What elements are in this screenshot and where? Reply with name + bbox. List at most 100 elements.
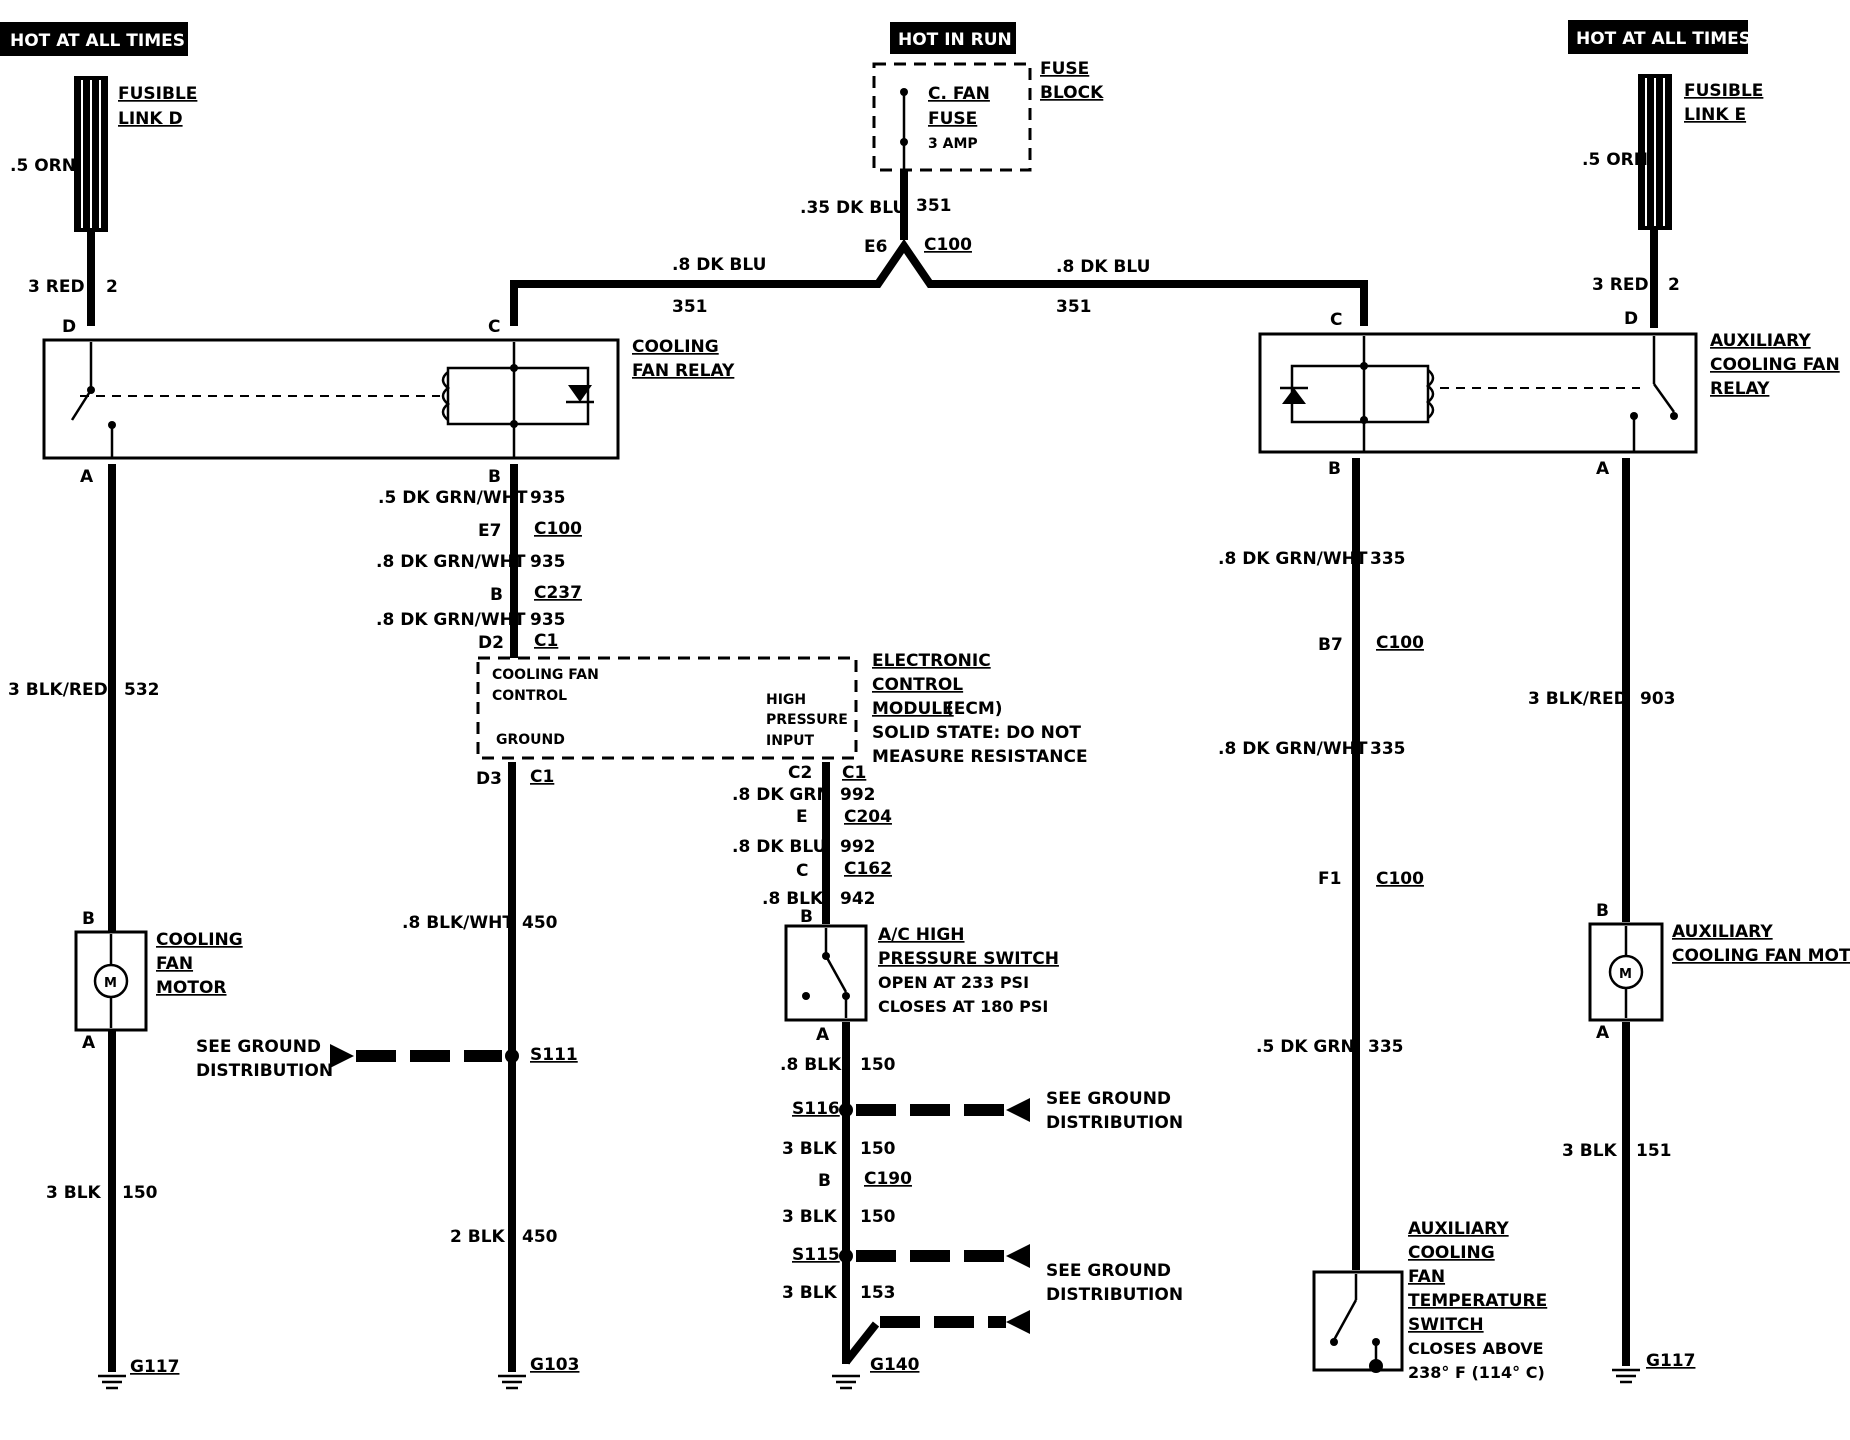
ecm-name-1: ELECTRONIC <box>872 651 991 671</box>
ac-wire-7: 3 BLK <box>782 1283 838 1303</box>
c204-pin: E <box>796 807 808 827</box>
fusible-link-e-label-2: LINK E <box>1684 105 1746 125</box>
left-motor-circuit-num: 532 <box>124 680 160 700</box>
cooling-fan-relay: COOLING FAN RELAY A B <box>42 337 735 487</box>
ecm-conn-c1-d3: C1 <box>530 767 554 787</box>
ecm-ground-circuit-2: 450 <box>522 1227 558 1247</box>
ecm-hp-label-3: INPUT <box>766 733 815 749</box>
aux-switch-circuit-3: 335 <box>1368 1037 1404 1057</box>
ac-switch-pin-a: A <box>816 1025 830 1045</box>
ecm-conn-c1-c2: C1 <box>842 763 866 783</box>
ac-switch-label-1: A/C HIGH <box>878 925 965 945</box>
relay-pin-c-left: C <box>488 317 500 337</box>
aux-motor-circuit: 3 BLK/RED 903 B M AUXILIARY COOLING FAN … <box>1528 458 1850 1384</box>
ac-circuit-6: 150 <box>860 1207 896 1227</box>
cooling-fan-motor-circuit: 3 BLK/RED 532 B M COOLING FAN MOTOR A 3 … <box>8 464 243 1390</box>
connector-c190: C190 <box>864 1169 912 1189</box>
splice-s111: S111 <box>530 1045 578 1065</box>
c100-pin-e6: E6 <box>864 237 887 257</box>
ecm-hp-label-1: HIGH <box>766 692 806 708</box>
c100-connector-top: C100 <box>924 235 972 255</box>
ecm-pin-c2: C2 <box>788 763 812 783</box>
s116-see-ground-1: SEE GROUND <box>1046 1089 1171 1109</box>
aux-switch-wire-3: .5 DK GRN <box>1256 1037 1355 1057</box>
cooling-fan-motor-label-1: COOLING <box>156 930 243 950</box>
relay-to-ecm-circuit: .5 DK GRN/WHT 935 E7 C100 .8 DK GRN/WHT … <box>376 464 582 658</box>
aux-ground-circuit: 151 <box>1636 1141 1672 1161</box>
aux-motor-symbol: M <box>1619 967 1632 982</box>
trunk-left-wire: .8 DK BLU <box>672 255 766 275</box>
electronic-control-module: COOLING FAN CONTROL GROUND HIGH PRESSURE… <box>476 651 1088 789</box>
aux-temp-switch-label-7: 238° F (114° C) <box>1408 1363 1545 1382</box>
ac-wire-4: .8 BLK <box>780 1055 842 1075</box>
ecm-ground-wire: .8 BLK/WHT <box>402 913 514 933</box>
aux-motor-pin-b: B <box>1596 901 1609 921</box>
cooling-fan-motor-symbol: M <box>104 976 117 991</box>
splice-s116: S116 <box>792 1099 840 1119</box>
ecm-note-2: MEASURE RESISTANCE <box>872 747 1088 767</box>
c190-pin: B <box>818 1171 831 1191</box>
aux-relay-label-1: AUXILIARY <box>1710 331 1811 351</box>
ecm-feed-c237: C237 <box>534 583 582 603</box>
fuse-block-label-1: FUSE <box>1040 59 1089 79</box>
ac-circuit-2: 992 <box>840 837 876 857</box>
aux-ground-wire: 3 BLK <box>1562 1141 1618 1161</box>
aux-switch-wire-2: .8 DK GRN/WHT <box>1218 739 1368 759</box>
aux-switch-circuit-1: 335 <box>1370 549 1406 569</box>
ecm-feed-circuit-3: 935 <box>530 610 566 630</box>
ac-circuit-1: 992 <box>840 785 876 805</box>
c162-pin: C <box>796 861 808 881</box>
aux-relay-label-2: COOLING FAN <box>1710 355 1840 375</box>
fusible-link-d-label-2: LINK D <box>118 109 183 129</box>
aux-motor-wire: 3 BLK/RED <box>1528 689 1628 709</box>
ac-wire-2: .8 DK BLU <box>732 837 826 857</box>
ac-circuit-5: 150 <box>860 1139 896 1159</box>
aux-motor-label-2: COOLING FAN MOTOR <box>1672 946 1850 966</box>
left-motor-pin-b: B <box>82 909 95 929</box>
aux-switch-c100-b: C100 <box>1376 869 1424 889</box>
trunk-left-circuit: 351 <box>672 297 708 317</box>
connector-c162: C162 <box>844 859 892 879</box>
aux-switch-c100-pin-f1: F1 <box>1318 869 1341 889</box>
left-hot-banner: HOT AT ALL TIMES <box>10 31 185 51</box>
ac-circuit-4: 150 <box>860 1055 896 1075</box>
ecm-pin-d3: D3 <box>476 769 502 789</box>
left-ground-wire: 3 BLK <box>46 1183 102 1203</box>
left-top-wire-label: .5 ORN <box>10 156 76 176</box>
ac-pressure-switch-circuit: .8 DK GRN 992 E C204 .8 DK BLU 992 C C16… <box>732 762 1183 1390</box>
ecm-name-2: CONTROL <box>872 675 963 695</box>
ground-g140: G140 <box>870 1355 920 1375</box>
right-hot-banner: HOT AT ALL TIMES <box>1576 29 1751 49</box>
left-motor-wire: 3 BLK/RED <box>8 680 108 700</box>
ecm-ground-circuit: .8 BLK/WHT 450 S111 SEE GROUND DISTRIBUT… <box>196 762 579 1390</box>
fuse-block-label-2: BLOCK <box>1040 83 1104 103</box>
ecm-pin-d2: D2 <box>478 633 504 653</box>
ecm-feed-c100: C100 <box>534 519 582 539</box>
aux-switch-circuit-2: 335 <box>1370 739 1406 759</box>
ecm-ground-circuit-num: 450 <box>522 913 558 933</box>
ac-wire-3: .8 BLK <box>762 889 824 909</box>
s111-see-ground-2: DISTRIBUTION <box>196 1061 333 1081</box>
right-pin-d: D <box>1624 309 1638 329</box>
ac-wire-1: .8 DK GRN <box>732 785 831 805</box>
ac-switch-label-3: OPEN AT 233 PSI <box>878 973 1029 992</box>
right-top-wire-label: .5 ORN <box>1582 150 1648 170</box>
fusible-link-d-label-1: FUSIBLE <box>118 84 197 104</box>
fuse-rating: 3 AMP <box>928 136 978 152</box>
ac-switch-label-4: CLOSES AT 180 PSI <box>878 997 1048 1016</box>
relay-pin-c-right: C <box>1330 310 1342 330</box>
c-fan-fuse-label-2: FUSE <box>928 109 977 129</box>
aux-relay-pin-a: A <box>1596 459 1610 479</box>
aux-temp-switch-label-5: SWITCH <box>1408 1315 1484 1335</box>
dk-blu-trunk: .8 DK BLU 351 .8 DK BLU 351 C C <box>488 238 1368 337</box>
ecm-feed-circuit-1: 935 <box>530 488 566 508</box>
aux-motor-pin-a: A <box>1596 1023 1610 1043</box>
aux-switch-c100-pin-b7: B7 <box>1318 635 1343 655</box>
left-motor-pin-a: A <box>82 1033 96 1053</box>
trunk-right-wire: .8 DK BLU <box>1056 257 1150 277</box>
auxiliary-cooling-fan-relay: AUXILIARY COOLING FAN RELAY B A <box>1258 331 1840 479</box>
ac-wire-5: 3 BLK <box>782 1139 838 1159</box>
fusible-link-e-label-1: FUSIBLE <box>1684 81 1763 101</box>
right-power-feed: HOT AT ALL TIMES FUSIBLE LINK E .5 ORN 3… <box>1568 20 1763 329</box>
